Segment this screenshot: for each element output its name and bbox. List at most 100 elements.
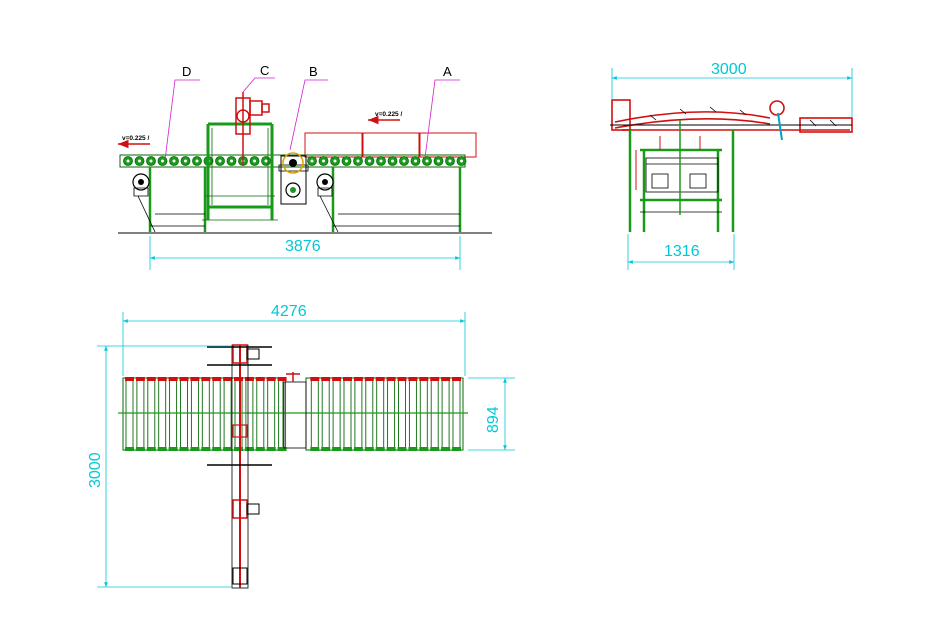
top-roller-end: [353, 377, 363, 381]
front-roller-hub: [184, 159, 187, 163]
top-roller-end: [408, 447, 418, 451]
top-roller-end: [397, 377, 407, 381]
front-roller-hub: [322, 159, 325, 163]
top-roller-end: [441, 377, 451, 381]
gantry-thin: [202, 128, 278, 221]
front-roller-hub: [437, 159, 440, 163]
top-roller-end: [408, 377, 418, 381]
label-b: B: [309, 64, 318, 79]
top-roller-end: [212, 377, 222, 381]
top-roller-end: [244, 377, 254, 381]
drive-motor-right: [316, 173, 334, 197]
top-roller: [354, 378, 363, 450]
dim-top-length: [122, 312, 466, 376]
top-roller: [180, 378, 188, 450]
top-cross-bars: [207, 346, 272, 466]
top-roller: [158, 378, 167, 450]
front-roller-hub: [161, 159, 164, 163]
top-rollers: [125, 377, 461, 451]
top-roller-end: [343, 447, 352, 451]
top-view: 4276 3000 894: [87, 303, 515, 589]
top-roller-end: [146, 377, 156, 381]
dim-front-length: [149, 236, 461, 270]
dim-front-length-text: 3876: [285, 238, 321, 255]
top-roller: [223, 378, 232, 450]
dim-side-bottom: [627, 234, 735, 270]
top-roller-end: [375, 377, 385, 381]
side-frame: [628, 130, 735, 232]
top-roller: [332, 378, 341, 450]
top-roller-end: [277, 377, 287, 381]
top-roller: [267, 378, 276, 450]
front-roller-hub: [195, 159, 199, 163]
top-roller-end: [266, 377, 276, 381]
top-roller: [387, 378, 396, 450]
dim-top-length-text: 4276: [271, 303, 307, 320]
conveyor-legs: [148, 167, 462, 232]
gantry-frame: [206, 122, 274, 220]
top-roller: [365, 378, 374, 450]
front-roller-hub: [356, 159, 360, 163]
top-roller: [147, 378, 156, 450]
front-roller-hub: [333, 159, 337, 163]
front-roller-hub: [425, 159, 429, 163]
top-roller: [398, 378, 406, 450]
top-roller-end: [179, 377, 189, 381]
front-roller-hub: [138, 159, 141, 163]
top-roller-end: [201, 377, 211, 381]
dim-top-width: [468, 377, 515, 451]
top-roller-end: [212, 447, 222, 451]
dim-top-height: [97, 345, 232, 588]
label-d: D: [182, 64, 191, 79]
top-roller-end: [277, 447, 287, 451]
front-roller-hub: [230, 159, 233, 163]
top-roller-end: [223, 377, 233, 381]
top-roller: [430, 378, 439, 450]
top-roller-end: [135, 447, 145, 451]
side-red-marks: [635, 136, 701, 190]
top-roller: [343, 378, 352, 450]
top-conveyor-left: [122, 377, 284, 451]
top-roller: [278, 378, 287, 450]
top-roller: [256, 378, 265, 450]
top-roller-end: [255, 447, 265, 451]
front-roller-hub: [345, 159, 348, 163]
label-a: A: [443, 64, 452, 79]
dim-top-width-text: 894: [485, 406, 502, 433]
side-belt: [611, 99, 853, 133]
top-roller-end: [430, 377, 440, 381]
top-roller-end: [201, 447, 211, 451]
top-roller-end: [364, 377, 374, 381]
top-roller-end: [332, 377, 342, 381]
top-roller-end: [353, 447, 363, 451]
dim-side-top-text: 3000: [711, 61, 747, 78]
front-rollers: [123, 156, 467, 166]
top-roller-end: [255, 377, 265, 381]
side-blue-axle: [777, 112, 783, 141]
top-roller-end: [310, 447, 320, 451]
top-roller: [419, 378, 428, 450]
top-roller-end: [310, 377, 320, 381]
top-roller: [376, 378, 385, 450]
top-roller-end: [168, 447, 178, 451]
top-roller-end: [179, 447, 189, 451]
top-roller-end: [386, 377, 396, 381]
top-roller: [190, 378, 199, 450]
front-roller-hub: [149, 159, 153, 163]
dim-side-top: [611, 68, 853, 118]
top-lifter-track: [231, 344, 260, 589]
conveyor-braces: [137, 195, 460, 233]
side-view: 3000 1316: [610, 61, 853, 270]
front-roller-hub: [460, 159, 463, 163]
label-c: C: [260, 63, 269, 78]
front-roller-hub: [391, 159, 394, 163]
top-roller-end: [375, 447, 385, 451]
top-roller-end: [321, 447, 331, 451]
top-roller-end: [190, 377, 200, 381]
front-roller-hub: [402, 159, 406, 163]
top-roller-end: [135, 377, 145, 381]
top-roller-end: [430, 447, 440, 451]
transfer-unit-b: [278, 152, 309, 205]
top-roller-end: [452, 377, 461, 381]
